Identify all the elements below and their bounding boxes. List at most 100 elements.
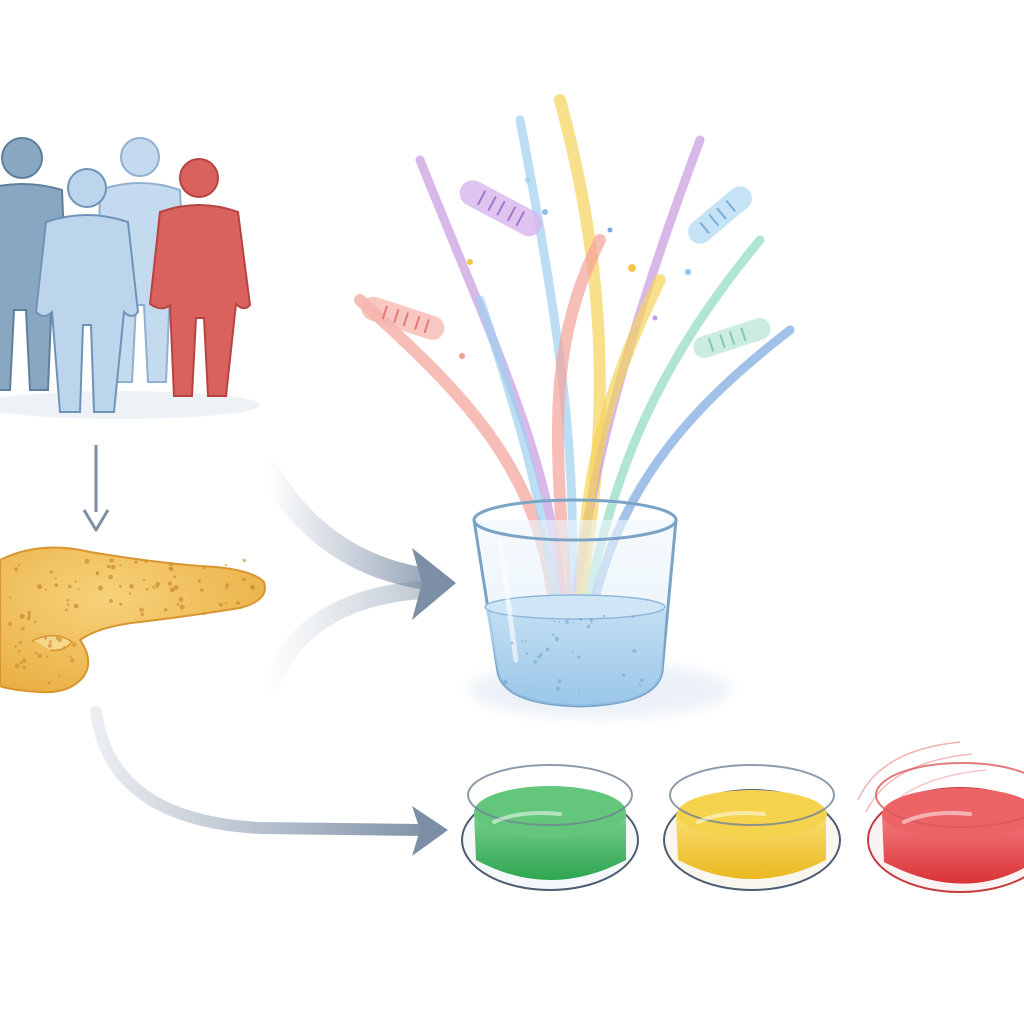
pancreas-dot: [14, 663, 20, 669]
pancreas-dot: [200, 588, 204, 592]
pancreas-dot: [225, 586, 229, 590]
pancreas-dot: [176, 602, 180, 606]
particles: [459, 177, 691, 359]
bubble: [545, 647, 550, 652]
bubble: [553, 620, 556, 623]
bubble: [579, 617, 583, 621]
pancreas-dot: [66, 603, 70, 606]
pancreas-dot: [68, 584, 72, 589]
bubble: [533, 660, 537, 664]
pancreas-dot: [69, 655, 72, 659]
pancreas-dot: [179, 604, 185, 610]
bubble: [622, 673, 626, 677]
pancreas-dot: [49, 570, 54, 574]
pancreas-dot: [72, 642, 77, 648]
bubble: [554, 636, 560, 642]
pancreas-dot: [44, 636, 48, 640]
pancreas-dot: [44, 588, 47, 591]
pancreas-dot: [34, 620, 37, 624]
pancreas-dot: [95, 572, 99, 576]
pancreas-dot: [110, 564, 116, 570]
pancreas-dot: [13, 567, 19, 572]
bubble: [572, 650, 574, 653]
pancreas-dot: [107, 564, 111, 569]
pancreas-dot: [146, 587, 149, 591]
bubble: [590, 622, 593, 624]
pancreas-dot: [169, 587, 175, 593]
pancreas-dot: [169, 562, 173, 567]
pancreas-dot: [14, 645, 17, 648]
pancreas-dot: [47, 681, 51, 685]
pancreas-dot: [58, 674, 60, 677]
pancreas-dot: [66, 599, 69, 602]
pancreas-dot: [37, 653, 43, 659]
pancreas-dot: [242, 577, 246, 582]
petri-dish-green-icon: [461, 764, 639, 891]
pancreas-dot: [242, 558, 246, 563]
pancreas-dot: [139, 607, 144, 613]
pancreas-dot: [77, 588, 80, 591]
petri-dish-yellow-icon: [663, 764, 841, 891]
pancreas-dot: [173, 575, 176, 579]
pancreas-dot: [31, 639, 34, 643]
pancreas-dot: [19, 613, 25, 619]
arrow-to-cup: [257, 459, 456, 699]
petri-dish-red-icon: [857, 741, 1024, 893]
pancreas-dot: [129, 584, 134, 589]
bubble: [503, 680, 508, 685]
pancreas-dot: [225, 583, 229, 587]
fragment-teal: [693, 318, 771, 358]
bubble: [589, 618, 593, 622]
bubble: [537, 655, 541, 659]
pancreas-dot: [28, 614, 31, 617]
pancreas-dot: [84, 558, 90, 564]
pancreas-dot: [49, 640, 53, 644]
pancreas-dot: [144, 559, 148, 563]
pancreas-dot: [119, 585, 122, 588]
pancreas-dot: [18, 650, 21, 653]
pancreas-dot: [152, 586, 156, 590]
fragment-blue: [688, 186, 752, 244]
pancreas-dot: [250, 585, 256, 590]
pancreas-dot: [119, 564, 122, 567]
pancreas-dot: [167, 581, 172, 586]
pancreas-dot: [18, 563, 21, 566]
bubble: [632, 648, 637, 654]
pancreas-dot: [37, 584, 43, 590]
pancreas-dot: [119, 602, 123, 606]
pancreas-dot: [22, 665, 26, 670]
pancreas-dot: [54, 577, 57, 580]
pancreas-dot: [19, 661, 23, 664]
bubble: [577, 655, 581, 659]
bubble: [564, 619, 569, 625]
pancreas-dot: [155, 584, 159, 589]
pancreas-dot: [70, 658, 75, 663]
pancreas-dot: [27, 610, 32, 615]
pancreas-dot: [218, 602, 223, 607]
bubble: [510, 641, 514, 645]
pancreas-dot: [74, 580, 77, 583]
pancreas-dot: [20, 626, 25, 631]
bubble: [556, 686, 560, 691]
pancreas-dot: [109, 558, 114, 563]
pancreas-dot: [21, 658, 27, 663]
bubble: [525, 652, 529, 655]
bubble: [557, 679, 562, 683]
pancreas-dot: [18, 640, 23, 645]
pancreas-dot: [7, 621, 12, 626]
pancreas-dot: [140, 612, 145, 617]
pancreas-dot: [163, 608, 168, 612]
pancreas-dot: [224, 563, 227, 567]
people-group-icon: [0, 137, 260, 419]
bubble: [524, 640, 527, 643]
arrow-down: [82, 445, 110, 532]
beaker-with-strands-icon: [354, 94, 795, 718]
bubble: [631, 615, 635, 618]
pancreas-dot: [109, 598, 113, 603]
pancreas-dot: [197, 579, 201, 583]
bubble: [638, 683, 641, 687]
pancreas-dot: [202, 566, 205, 570]
pancreas-icon: [0, 546, 266, 694]
arrow-to-dishes: [90, 706, 448, 856]
